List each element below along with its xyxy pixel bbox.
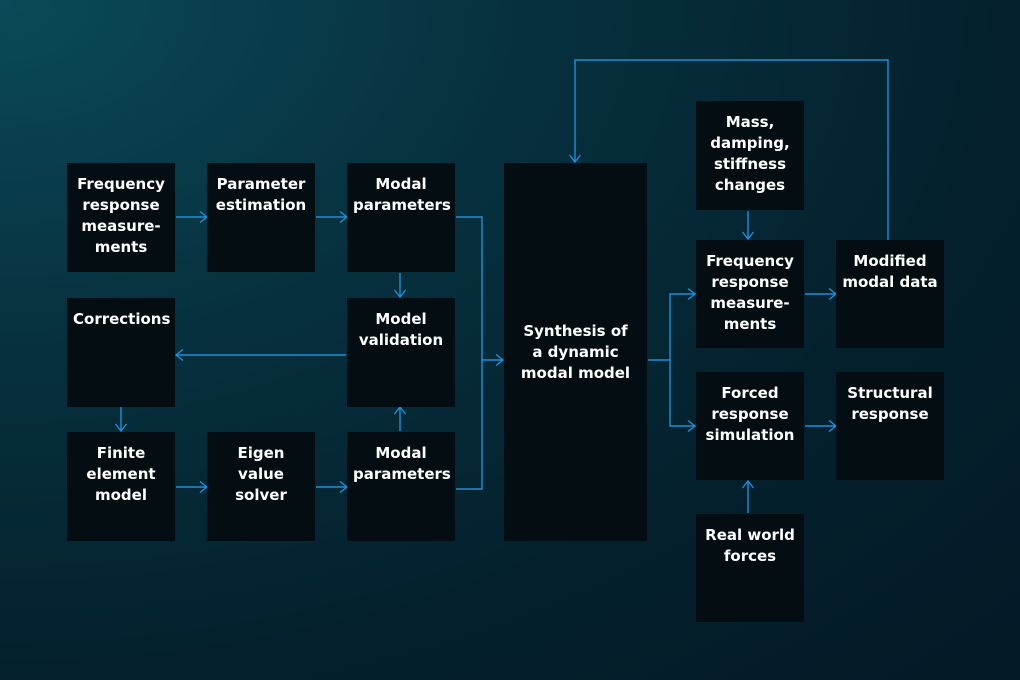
arrow-mass-to-freq xyxy=(741,211,755,241)
arrow-forces-to-forced xyxy=(741,479,755,513)
box-model-validation: Model validation xyxy=(347,298,455,407)
arrow-validation-to-corrections xyxy=(174,348,346,362)
arrow-eigen-to-modal xyxy=(316,480,349,494)
arrow-modified-feedback xyxy=(568,59,889,240)
arrow-modal2-to-validation xyxy=(393,405,407,431)
arrow-synthesis-to-outputs xyxy=(648,287,697,433)
box-corrections: Corrections xyxy=(67,298,175,407)
arrow-modal1-to-synthesis xyxy=(456,216,505,367)
box-eigen-value-solver: Eigen value solver xyxy=(207,432,315,541)
box-parameter-estimation: Parameter estimation xyxy=(207,163,315,272)
box-finite-element-model: Finite element model xyxy=(67,432,175,541)
box-forced-response-simulation: Forced response simulation xyxy=(696,372,804,480)
arrow-freq2-to-modified xyxy=(805,287,838,301)
arrow-forced-to-structural xyxy=(805,419,838,433)
arrow-param-to-modal xyxy=(316,210,349,224)
arrow-fem-to-eigen xyxy=(176,480,209,494)
box-modal-parameters-top: Modal parameters xyxy=(347,163,455,272)
arrow-corrections-to-fem xyxy=(114,407,128,433)
box-frequency-response-measurements-right: Frequency response measure- ments xyxy=(696,240,804,348)
arrow-freq-to-param xyxy=(176,210,209,224)
arrow-modal2-to-synthesis xyxy=(456,360,483,490)
box-modal-parameters-bottom: Modal parameters xyxy=(347,432,455,541)
box-real-world-forces: Real world forces xyxy=(696,514,804,622)
box-mass-damping-stiffness-changes: Mass, damping, stiffness changes xyxy=(696,101,804,210)
arrow-modal-to-validation xyxy=(393,273,407,299)
box-modified-modal-data: Modified modal data xyxy=(836,240,944,348)
box-synthesis-dynamic-modal-model: Synthesis of a dynamic modal model xyxy=(504,163,647,541)
box-frequency-response-measurements: Frequency response measure- ments xyxy=(67,163,175,272)
box-structural-response: Structural response xyxy=(836,372,944,480)
